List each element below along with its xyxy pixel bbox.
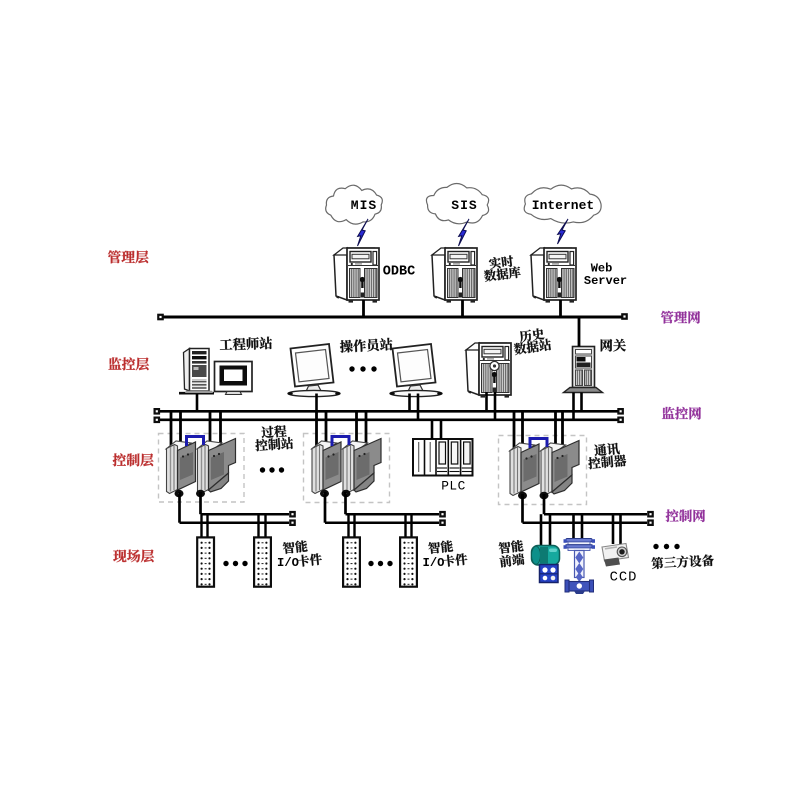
svg-text:PLC: PLC bbox=[441, 479, 466, 494]
svg-text:Server: Server bbox=[584, 274, 627, 288]
svg-text:I/O: I/O bbox=[277, 556, 299, 570]
svg-text:Internet: Internet bbox=[532, 198, 594, 213]
svg-text:CCD: CCD bbox=[610, 571, 638, 586]
svg-text:Web: Web bbox=[591, 262, 613, 276]
svg-text:SIS: SIS bbox=[451, 198, 477, 213]
svg-text:ODBC: ODBC bbox=[383, 265, 415, 280]
svg-text:I/O: I/O bbox=[423, 556, 445, 570]
svg-text:MIS: MIS bbox=[351, 198, 377, 213]
